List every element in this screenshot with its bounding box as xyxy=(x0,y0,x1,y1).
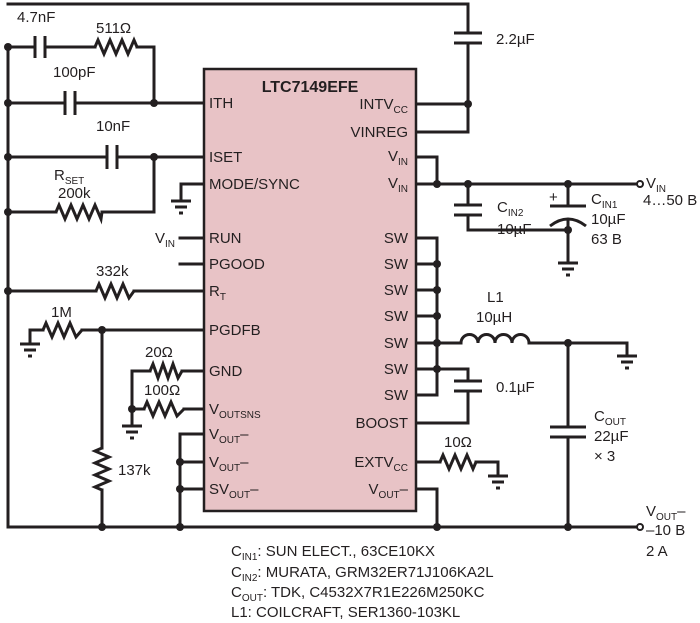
label-l1-value: 10µH xyxy=(476,309,512,326)
pin-pgood: PGOOD xyxy=(209,256,265,273)
pin-boost: BOOST xyxy=(355,415,408,432)
ic-name: LTC7149EFE xyxy=(262,79,359,96)
pin-gnd: GND xyxy=(209,363,243,380)
pin-sw-2: SW xyxy=(384,256,409,273)
pin-vout-minus-1: VOUT– xyxy=(209,426,249,446)
ic-right-pins: INTVCC VINREG VIN VIN SW SW SW SW SW SW … xyxy=(350,96,408,501)
pin-voutsns: VOUTSNS xyxy=(209,401,261,421)
pin-sw-3: SW xyxy=(384,282,409,299)
label-cin2-value: 10µF xyxy=(497,221,532,238)
capacitor-0u1 xyxy=(454,379,482,393)
capacitor-cin2 xyxy=(454,203,482,217)
label-c-2u2: 2.2µF xyxy=(496,31,535,48)
pin-pgdfb: PGDFB xyxy=(209,322,261,339)
label-cin1-plus: + xyxy=(549,189,558,206)
capacitor-cout xyxy=(550,425,586,439)
resistor-137k xyxy=(91,446,113,492)
ground-extvcc xyxy=(488,474,508,490)
ground-1m xyxy=(20,342,40,358)
pin-sw-5: SW xyxy=(384,335,409,352)
label-vin-net: VIN xyxy=(646,175,666,195)
pin-vinreg: VINREG xyxy=(350,124,408,141)
pin-vin-1: VIN xyxy=(388,148,408,168)
label-rset-value: 200k xyxy=(58,185,91,202)
ground-gnd xyxy=(122,424,142,440)
resistor-rset xyxy=(54,201,104,225)
pin-vout-minus-right: VOUT– xyxy=(369,481,409,501)
pin-sw-6: SW xyxy=(384,361,409,378)
resistor-332k xyxy=(94,280,136,302)
label-c-10n: 10nF xyxy=(96,118,130,135)
label-c-0u1: 0.1µF xyxy=(496,379,535,396)
resistor-10 xyxy=(438,451,478,473)
note-cout: COUT: TDK, C4532X7R1E226M250KC xyxy=(231,584,485,604)
label-cin2: CIN2 xyxy=(497,199,524,219)
pin-iset: ISET xyxy=(209,149,242,166)
pin-run: RUN xyxy=(209,230,242,247)
pin-extvcc: EXTVCC xyxy=(354,454,408,474)
resistor-100 xyxy=(142,398,186,420)
note-cin1: CIN1: SUN ELECT., 63CE10KX xyxy=(231,543,435,563)
label-cin1-voltage: 63 B xyxy=(591,231,622,248)
junction-dots xyxy=(4,43,572,531)
net-labels: VIN 4…50 B VOUT– –10 B 2 A xyxy=(643,175,697,560)
label-r-10: 10Ω xyxy=(444,434,472,451)
label-vout-voltage: –10 B xyxy=(646,522,685,539)
label-cout-value: 22µF xyxy=(594,428,629,445)
ic-left-pins: ITH ISET MODE/SYNC RUN PGOOD RT PGDFB GN… xyxy=(209,95,300,501)
resistor-511 xyxy=(93,36,139,58)
label-cin1-value: 10µF xyxy=(591,211,626,228)
label-c-100p: 100pF xyxy=(53,64,96,81)
label-cin1: CIN1 xyxy=(591,191,618,211)
resistor-20 xyxy=(148,359,184,383)
capacitor-cin1 xyxy=(549,204,587,228)
ic-body xyxy=(202,67,418,513)
capacitor-100p xyxy=(63,91,77,115)
label-cout-count: × 3 xyxy=(594,448,615,465)
terminals xyxy=(636,180,644,531)
ground-symbols xyxy=(20,199,637,490)
label-r-1m: 1M xyxy=(51,304,72,321)
pin-sw-4: SW xyxy=(384,308,409,325)
capacitor-10n xyxy=(105,145,119,169)
label-vin-run: VIN xyxy=(155,230,175,250)
component-notes: CIN1: SUN ELECT., 63CE10KX CIN2: MURATA,… xyxy=(231,543,494,621)
capacitor-2u2 xyxy=(454,31,482,45)
inductor-l1 xyxy=(459,333,531,344)
label-r-100: 100Ω xyxy=(144,382,180,399)
label-c-4n7: 4.7nF xyxy=(17,9,55,26)
label-r-137k: 137k xyxy=(118,462,151,479)
pin-svout-minus: SVOUT– xyxy=(209,481,259,501)
pin-intvcc: INTVCC xyxy=(359,96,408,116)
label-r-20: 20Ω xyxy=(145,344,173,361)
label-cout: COUT xyxy=(594,408,626,428)
label-l1-name: L1 xyxy=(487,289,504,306)
label-vout-current: 2 A xyxy=(646,543,668,560)
ground-l1 xyxy=(617,354,637,370)
label-vout-net: VOUT– xyxy=(646,503,686,523)
pin-sw-7: SW xyxy=(384,387,409,404)
pin-vin-2: VIN xyxy=(388,175,408,195)
label-r-511: 511Ω xyxy=(96,20,131,37)
ground-mode xyxy=(171,199,191,215)
label-r-332k: 332k xyxy=(96,263,129,280)
component-labels: 4.7nF 511Ω 100pF 10nF RSET 200k 332k 1M … xyxy=(17,9,629,479)
pin-sw-1: SW xyxy=(384,230,409,247)
pin-rt: RT xyxy=(209,283,226,303)
label-rset: RSET xyxy=(54,167,84,187)
ground-cin xyxy=(558,261,578,277)
pin-mode-sync: MODE/SYNC xyxy=(209,176,300,193)
pin-vout-minus-2: VOUT– xyxy=(209,454,249,474)
label-vin-range: 4…50 B xyxy=(643,192,697,209)
note-l1: L1: COILCRAFT, SER1360-103KL xyxy=(231,604,460,621)
resistor-1m xyxy=(41,319,84,341)
note-cin2: CIN2: MURATA, GRM32ER71J106KA2L xyxy=(231,564,494,584)
capacitor-4n7 xyxy=(33,36,47,58)
pin-ith: ITH xyxy=(209,95,233,112)
